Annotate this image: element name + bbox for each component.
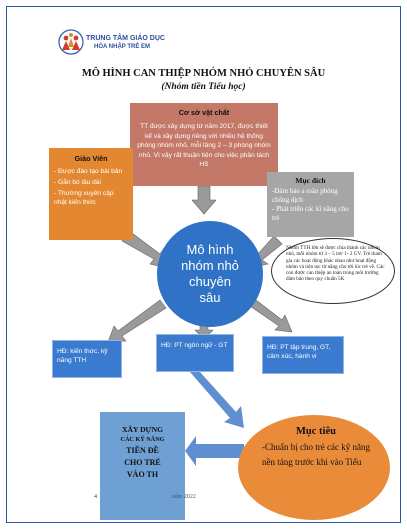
facility-heading: Cơ sở vật chất	[178, 108, 230, 117]
note-bubble: Nhóm TTH lớn sẽ được chia thành các nhóm…	[271, 238, 395, 304]
teachers-item: - Thường xuyên cập nhật kiến thức	[54, 190, 114, 206]
teachers-box: Giáo Viên - Được đào tạo bài bản - Gắn b…	[49, 148, 133, 240]
arrow-goal-to-build	[185, 436, 244, 466]
facility-body: TT được xây dựng từ năm 2017, được thiết…	[137, 123, 271, 168]
build-skills-box: XÂY DỰNG CÁC KỸ NĂNG TIỀN ĐỀ CHO TRẺ VÀO…	[100, 412, 185, 520]
purpose-heading: Mục đích	[295, 176, 326, 185]
purpose-item: - Phát triển các kĩ năng cho trẻ	[272, 205, 349, 222]
facility-box: Cơ sở vật chất TT được xây dựng từ năm 2…	[130, 103, 278, 186]
activity-box-focus: HĐ: PT tập trung, GT, cảm xúc, hành vi	[262, 336, 344, 374]
build-line: CHO TRẺ	[124, 458, 161, 467]
teachers-item: - Gắn bó lâu dài	[54, 179, 101, 186]
center-line: chuyên	[189, 274, 231, 289]
build-line: TIỀN ĐỀ	[126, 446, 159, 455]
goal-ellipse: Mục tiêu -Chuẩn bị cho trẻ các kỹ năng n…	[238, 415, 390, 520]
logo-line2: HÒA NHẬP TRẺ EM	[94, 44, 151, 50]
goal-body: -Chuẩn bị cho trẻ các kỹ năng nền tảng t…	[262, 442, 370, 467]
activity-box-knowledge: HĐ: kiến thức, kỹ năng TTH	[52, 340, 122, 378]
goal-heading: Mục tiêu	[296, 426, 336, 437]
page-border	[6, 6, 401, 523]
arrow-to-goal	[190, 372, 244, 428]
center-line: nhóm nhỏ	[181, 258, 239, 273]
page-number: 4	[94, 494, 97, 500]
logo-line1: TRUNG TÂM GIÁO DỤC	[86, 35, 165, 42]
teachers-item: - Được đào tạo bài bản	[54, 168, 123, 175]
build-line: VÀO TH	[126, 470, 159, 479]
center-line: sâu	[199, 290, 221, 305]
arrow-facility	[191, 185, 217, 215]
logo: TRUNG TÂM GIÁO DỤC HÒA NHẬP TRẺ EM	[56, 29, 174, 57]
center-model-circle: Mô hình nhóm nhỏ chuyên sâu	[157, 221, 263, 327]
center-line: Mô hình	[186, 242, 234, 257]
teachers-heading: Giáo Viên	[74, 154, 108, 163]
footer-year: năm 2022	[172, 494, 196, 500]
purpose-item: -Đảm bảo a toàn phòng chống dịch	[272, 187, 338, 204]
activity-box-language: HĐ: PT ngôn ngữ - GT	[156, 334, 234, 372]
page-subtitle: (Nhóm tiền Tiểu học)	[161, 82, 246, 92]
build-line: XÂY DỰNG	[122, 425, 163, 434]
purpose-box: Mục đích -Đảm bảo a toàn phòng chống dịc…	[267, 172, 354, 237]
page-title: MÔ HÌNH CAN THIỆP NHÓM NHỎ CHUYÊN SÂU	[81, 68, 326, 79]
build-line: CÁC KỸ NĂNG	[120, 436, 165, 443]
arrow-to-activity-3	[249, 299, 293, 333]
logo-icon	[58, 29, 84, 55]
